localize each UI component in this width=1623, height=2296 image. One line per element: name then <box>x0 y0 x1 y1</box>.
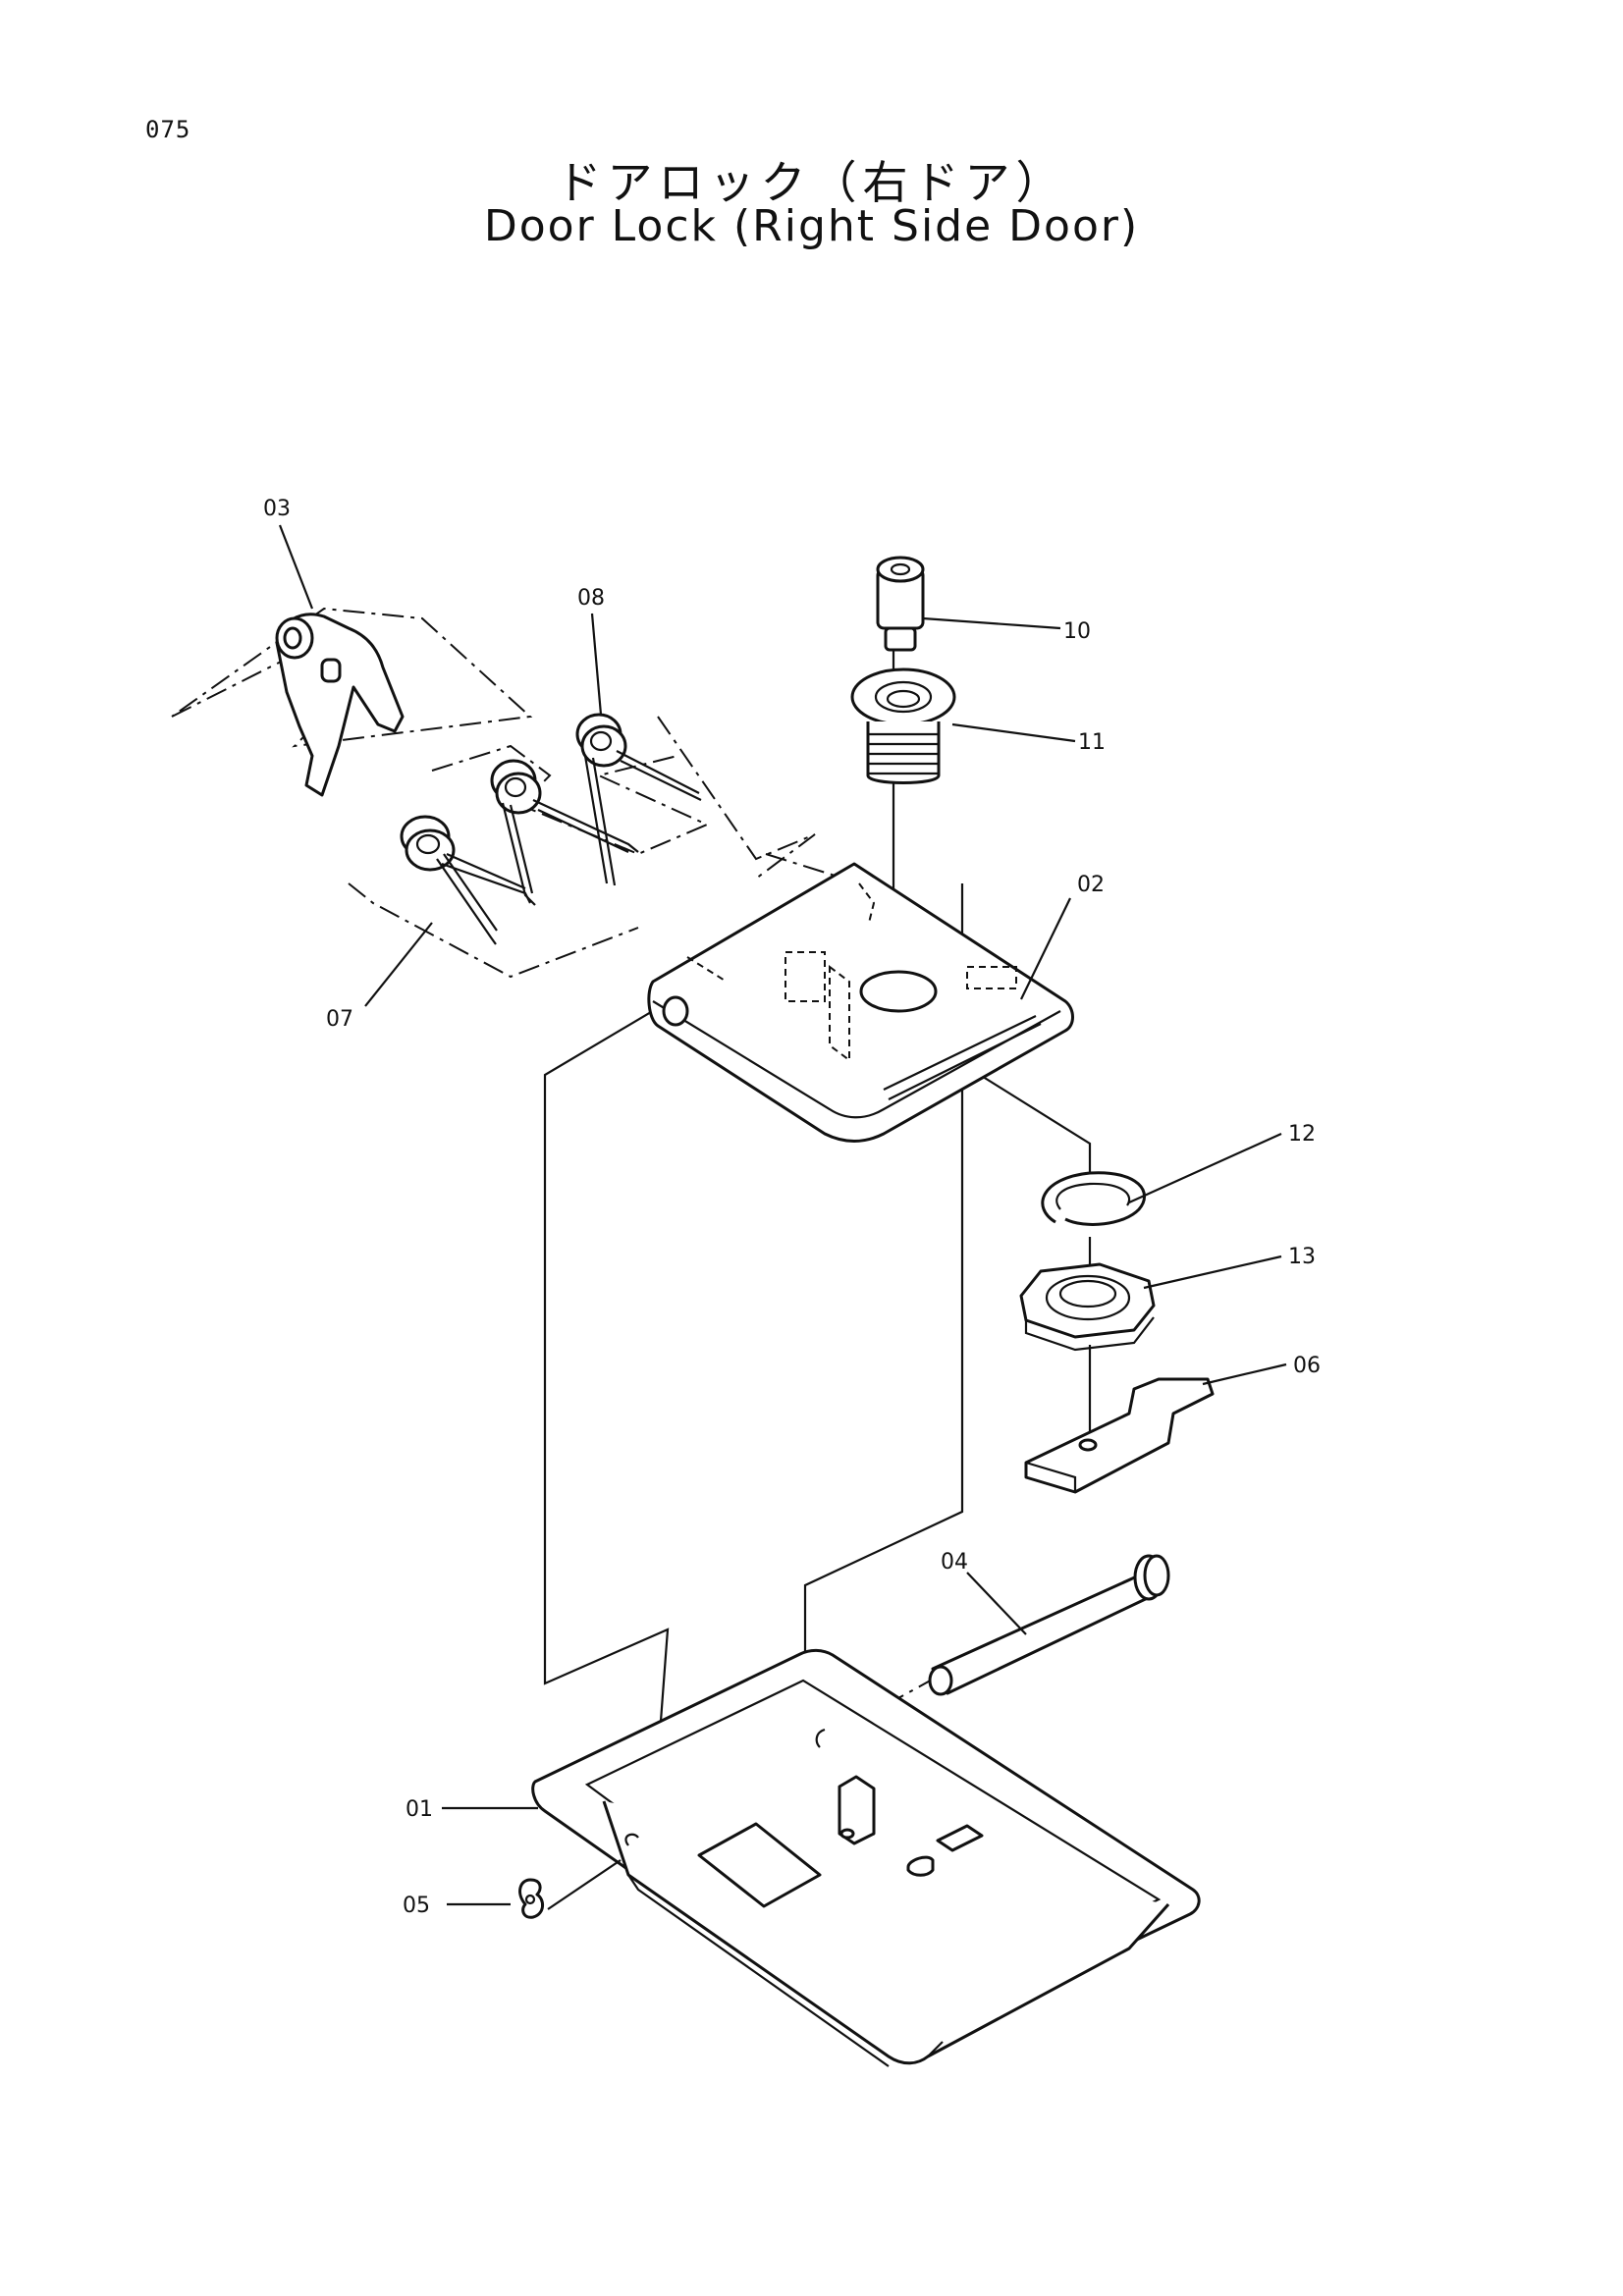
callout-12: 12 <box>1288 1122 1316 1147</box>
part-02-lock-plate <box>647 862 1074 1143</box>
title-english: Door Lock (Right Side Door) <box>483 201 1140 251</box>
callout-08: 08 <box>577 586 605 611</box>
callout-11: 11 <box>1078 730 1106 755</box>
part-07-spring <box>400 815 531 945</box>
part-05-e-ring <box>518 1878 544 1919</box>
callout-13: 13 <box>1288 1245 1316 1269</box>
part-13-hex-nut <box>1019 1262 1156 1352</box>
callout-10: 10 <box>1063 619 1091 644</box>
callout-04: 04 <box>941 1550 968 1575</box>
part-01-housing <box>531 1648 1201 2067</box>
part-06-lever-plate <box>1024 1377 1215 1494</box>
title-japanese: ドアロック（右ドア） <box>556 156 1067 209</box>
part-10-key-cylinder <box>876 556 1061 652</box>
leader-lines <box>278 524 1287 1910</box>
page-number: 075 <box>145 116 191 143</box>
part-03-latch <box>275 613 405 797</box>
callout-01: 01 <box>406 1797 433 1822</box>
part-12-snap-ring <box>1041 1171 1146 1226</box>
assembly-center-lines <box>171 607 1092 1827</box>
part-11-threaded-bushing <box>850 667 1076 784</box>
part-08-spring <box>490 713 702 906</box>
callout-06: 06 <box>1293 1354 1321 1378</box>
callout-03: 03 <box>263 497 291 521</box>
callout-labels: 03 08 10 11 02 07 12 13 06 04 01 05 <box>263 497 1321 1918</box>
callout-05: 05 <box>403 1894 430 1918</box>
callout-07: 07 <box>326 1007 353 1032</box>
callout-02: 02 <box>1077 873 1105 897</box>
part-04-pin <box>928 1554 1170 1696</box>
